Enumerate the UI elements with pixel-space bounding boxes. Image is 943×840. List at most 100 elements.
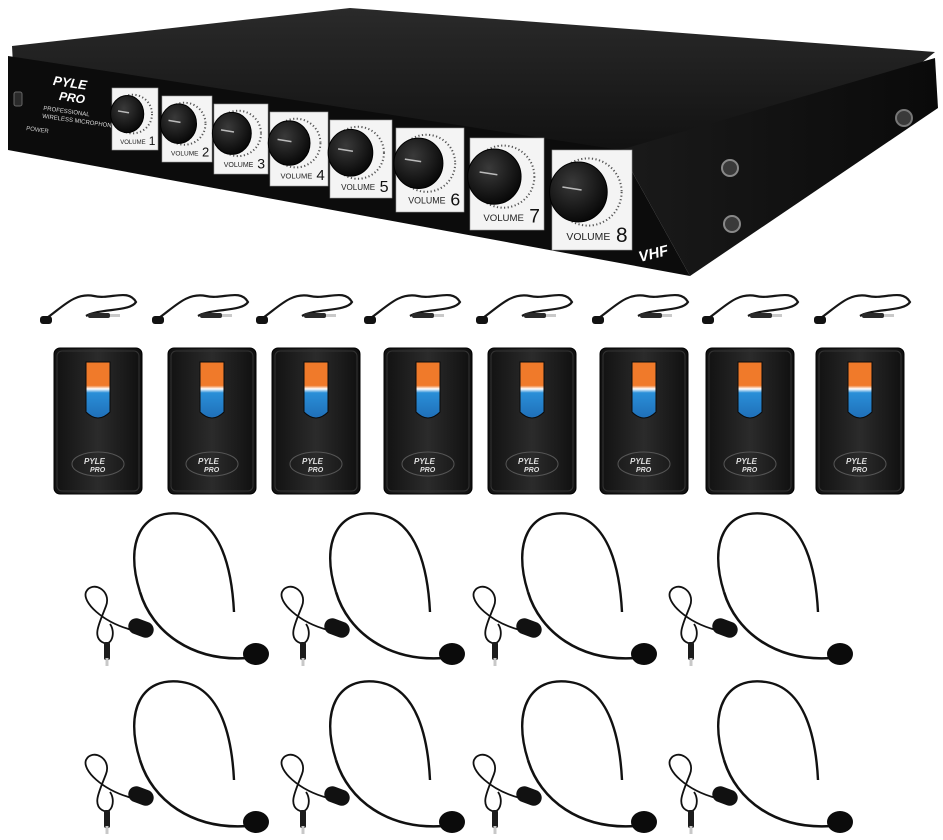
volume-label: VOLUME: [408, 196, 445, 206]
headset-plug-tip: [493, 826, 497, 834]
beltpack-logo-ring: [289, 451, 343, 477]
mini-xlr-plug: [88, 313, 110, 318]
headset-cable: [280, 585, 329, 645]
mic-boom: [526, 591, 637, 660]
power-switch[interactable]: [13, 91, 23, 107]
frequency-badge: [519, 361, 545, 419]
frequency-badge: [847, 361, 873, 419]
headset-plug: [300, 810, 306, 828]
volume-channel: VOLUME 5: [327, 119, 393, 199]
beltpack-bezel: [170, 350, 254, 492]
beltpack-brand-sub: PRO: [742, 467, 758, 474]
plug-tip: [884, 314, 894, 317]
lavalier-mic: [814, 293, 912, 324]
volume-knob[interactable]: [267, 120, 311, 166]
mic-boom: [334, 591, 445, 660]
knob-indicator: [479, 171, 498, 176]
beltpack-bezel: [708, 350, 792, 492]
frequency-badge: [303, 361, 329, 419]
lavalier-clip: [592, 316, 604, 324]
beltpack-brand: PYLE: [84, 457, 106, 466]
lavalier-mic-row: [40, 293, 912, 324]
mic-boom: [722, 759, 833, 828]
antenna-connector: [895, 109, 913, 127]
plug-tip: [434, 314, 444, 317]
beltpack-brand-sub: PRO: [420, 467, 436, 474]
beltpack-bezel: [602, 350, 686, 492]
headband: [520, 512, 624, 613]
headset-mic: [472, 512, 657, 666]
beltpack-brand: PYLE: [630, 457, 652, 466]
beltpack-logo-ring: [401, 451, 455, 477]
beltpack-brand: PYLE: [414, 457, 436, 466]
lavalier-mic: [152, 293, 250, 324]
beltpack-logo-ring: [71, 451, 125, 477]
volume-knob[interactable]: [160, 103, 197, 145]
beltpack-brand-sub: PRO: [90, 467, 106, 474]
headset-mic: [668, 512, 853, 666]
channel-number: 5: [380, 178, 389, 196]
headset-plug-tip: [105, 658, 109, 666]
knob-indicator: [220, 129, 235, 133]
foam-windscreen: [631, 811, 657, 833]
ear-hook: [128, 786, 154, 806]
headset-plug-tip: [105, 826, 109, 834]
plug-tip: [222, 314, 232, 317]
beltpack-brand-sub: PRO: [204, 467, 220, 474]
beltpack-logo-ring: [185, 451, 239, 477]
ear-hook: [324, 618, 350, 638]
beltpack-bezel: [386, 350, 470, 492]
mic-cable: [595, 293, 690, 321]
plug-tip: [662, 314, 672, 317]
headset-plug-tip: [493, 658, 497, 666]
volume-knob[interactable]: [327, 128, 374, 177]
beltpack-brand-sub: PRO: [308, 467, 324, 474]
volume-knob[interactable]: [393, 137, 444, 189]
headset-mic: [668, 680, 853, 834]
mic-boom: [526, 759, 637, 828]
channel-number: 2: [202, 145, 209, 160]
channel-number: 1: [149, 134, 156, 148]
volume-knob[interactable]: [211, 111, 252, 155]
volume-scale: [112, 93, 154, 135]
volume-scale: [214, 109, 262, 158]
mini-xlr-plug: [412, 313, 434, 318]
volume-label: VOLUME: [341, 183, 376, 192]
knob-indicator: [168, 119, 181, 124]
volume-knob[interactable]: [467, 148, 522, 205]
foam-windscreen: [243, 811, 269, 833]
volume-label: VOLUME: [566, 232, 610, 243]
headset-plug: [300, 642, 306, 660]
beltpack-bezel: [274, 350, 358, 492]
receiver-side-face: [620, 58, 938, 276]
headset-mic: [472, 680, 657, 834]
headset-mic: [84, 680, 269, 834]
volume-knob[interactable]: [110, 94, 145, 134]
headset-cable: [668, 753, 717, 813]
headset-mic: [280, 680, 465, 834]
volume-knob[interactable]: [549, 161, 608, 223]
lavalier-clip: [364, 316, 376, 324]
beltpack-logo-ring: [505, 451, 559, 477]
beltpack-brand: PYLE: [846, 457, 868, 466]
beltpack-brand-sub: PRO: [852, 467, 868, 474]
lavalier-clip: [256, 316, 268, 324]
lavalier-mic: [364, 293, 462, 324]
frequency-badge: [199, 361, 225, 419]
volume-label: VOLUME: [483, 213, 524, 224]
mic-boom: [722, 591, 833, 660]
headset-cable: [472, 585, 521, 645]
volume-scale: [397, 133, 457, 193]
output-jack: [721, 159, 739, 177]
lavalier-mic: [702, 293, 800, 324]
headset-cable: [84, 753, 133, 813]
svg-text:PYLE: PYLE: [52, 73, 88, 93]
vhf-label: VHF: [637, 242, 671, 266]
